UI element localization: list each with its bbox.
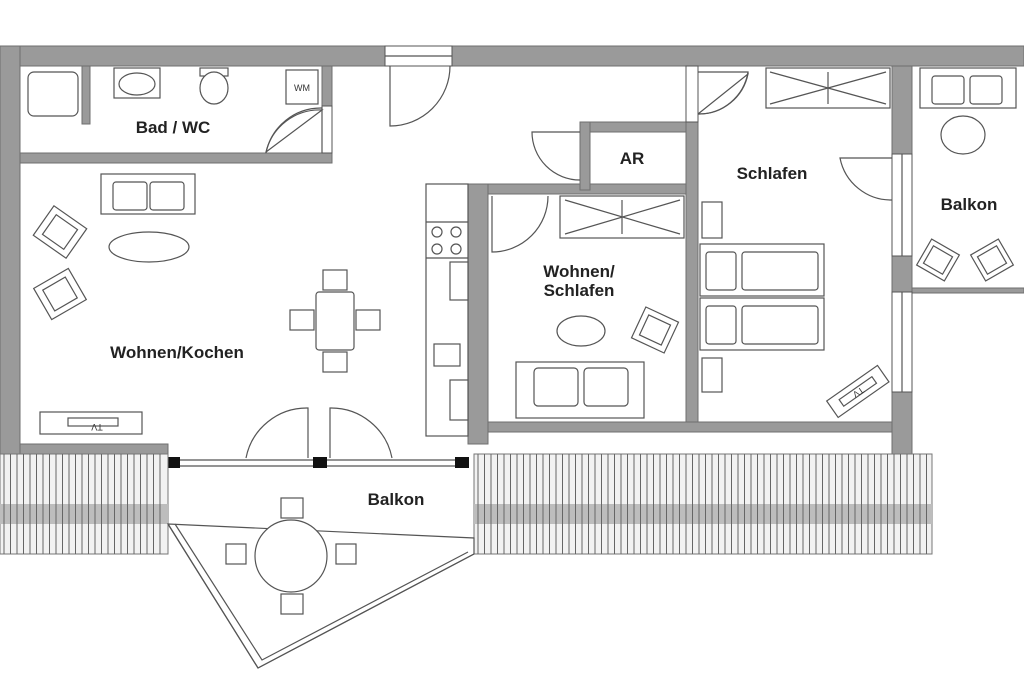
chair [225,543,247,565]
chair [280,497,304,519]
label-balkon-right: Balkon [941,195,998,214]
stove-burner [450,226,462,238]
chair [335,543,357,565]
window-frames [166,45,913,468]
chair [322,269,348,291]
nightstand [701,357,723,393]
shower-tray [27,71,79,117]
armchair [32,204,88,260]
washing-machine [285,69,319,105]
coffee-table [108,231,190,263]
stove-burner [450,243,462,255]
stove-burner [431,226,443,238]
dining-table [315,291,355,351]
tv-bedroom: TV [825,364,890,419]
round-table [254,519,328,593]
doors [245,65,893,459]
armchair [32,267,88,321]
balcony-railing-left [0,453,169,555]
label-balkon-bottom: Balkon [368,490,425,509]
right-balcony-furniture [915,67,1017,282]
chair [915,238,961,282]
chair [969,238,1015,282]
walls [0,45,1024,455]
label-ar: AR [620,149,645,168]
chair [289,309,315,331]
label-bad-wc: Bad / WC [136,118,211,137]
chair [280,593,304,615]
kitchen-sink [433,343,461,367]
washer-label: WM [294,83,310,93]
label-schlafen: Schlafen [737,164,808,183]
balcony-railing-right [473,453,933,555]
stove-burner [431,243,443,255]
round-table [940,115,986,155]
label-wohnen-schlafen-1: Wohnen/ [543,262,615,281]
armchair [630,306,680,354]
tv-label: TV [91,422,103,432]
room-labels: Bad / WC Wohnen/Kochen AR Schlafen Balko… [110,118,997,509]
middle-room-furniture [515,195,685,419]
chair [355,309,381,331]
chair [322,351,348,373]
bedroom-furniture: TV [699,67,891,419]
bathroom-fixtures: WM [27,67,319,117]
living-furniture: TV [32,173,469,437]
label-wohnen-kochen: Wohnen/Kochen [110,343,244,362]
label-wohnen-schlafen-2: Schlafen [544,281,615,300]
coffee-table [556,315,606,347]
nightstand [701,201,723,239]
bottom-balcony-furniture [225,497,357,615]
